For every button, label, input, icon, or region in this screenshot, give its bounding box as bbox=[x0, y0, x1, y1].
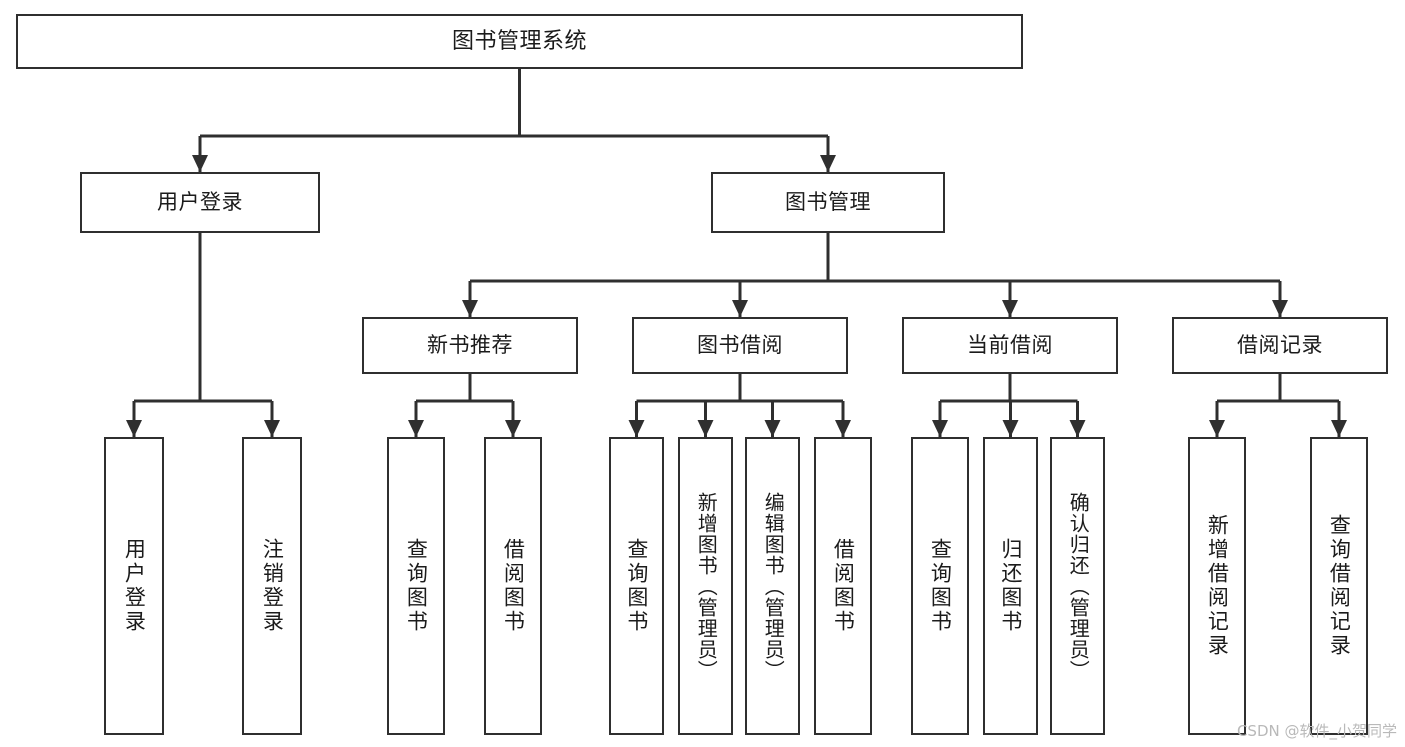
node-label: 编辑图书（管理员） bbox=[761, 491, 786, 681]
node-borrow[interactable]: 图书借阅 bbox=[632, 317, 848, 374]
node-l-logout[interactable]: 注销登录 bbox=[242, 437, 302, 735]
node-root[interactable]: 图书管理系统 bbox=[16, 14, 1023, 69]
node-label: 新增借阅记录 bbox=[1205, 514, 1230, 658]
node-l-add[interactable]: 新增图书（管理员） bbox=[678, 437, 733, 735]
node-l-confirm[interactable]: 确认归还（管理员） bbox=[1050, 437, 1105, 735]
node-l-qrec[interactable]: 查询借阅记录 bbox=[1310, 437, 1368, 735]
node-l-login[interactable]: 用户登录 bbox=[104, 437, 164, 735]
node-l-edit[interactable]: 编辑图书（管理员） bbox=[745, 437, 800, 735]
node-label: 查询借阅记录 bbox=[1327, 514, 1352, 658]
watermark-text: CSDN @软件_小贺同学 bbox=[1236, 722, 1397, 740]
node-l-q1[interactable]: 查询图书 bbox=[387, 437, 445, 735]
node-label: 新增图书（管理员） bbox=[694, 491, 719, 681]
node-l-b2[interactable]: 借阅图书 bbox=[814, 437, 872, 735]
node-label: 用户登录 bbox=[122, 538, 147, 634]
node-label: 查询图书 bbox=[404, 538, 429, 634]
node-label: 查询图书 bbox=[928, 538, 953, 634]
node-label: 查询图书 bbox=[624, 538, 649, 634]
node-label: 图书管理 bbox=[785, 190, 871, 215]
node-record[interactable]: 借阅记录 bbox=[1172, 317, 1388, 374]
node-current[interactable]: 当前借阅 bbox=[902, 317, 1118, 374]
node-bookmgmt[interactable]: 图书管理 bbox=[711, 172, 945, 233]
node-label: 归还图书 bbox=[998, 538, 1023, 634]
node-label: 注销登录 bbox=[260, 538, 285, 634]
node-l-b1[interactable]: 借阅图书 bbox=[484, 437, 542, 735]
node-newbook[interactable]: 新书推荐 bbox=[362, 317, 578, 374]
node-label: 图书借阅 bbox=[697, 333, 783, 358]
node-l-addrec[interactable]: 新增借阅记录 bbox=[1188, 437, 1246, 735]
node-label: 借阅记录 bbox=[1237, 333, 1323, 358]
node-l-q3[interactable]: 查询图书 bbox=[911, 437, 969, 735]
node-l-return[interactable]: 归还图书 bbox=[983, 437, 1038, 735]
node-label: 确认归还（管理员） bbox=[1066, 491, 1091, 681]
node-label: 图书管理系统 bbox=[451, 28, 587, 54]
node-label: 当前借阅 bbox=[967, 333, 1053, 358]
node-label: 借阅图书 bbox=[501, 538, 526, 634]
node-label: 新书推荐 bbox=[427, 333, 513, 358]
node-label: 借阅图书 bbox=[831, 538, 856, 634]
node-label: 用户登录 bbox=[157, 190, 243, 215]
node-l-q2[interactable]: 查询图书 bbox=[609, 437, 664, 735]
node-login[interactable]: 用户登录 bbox=[80, 172, 320, 233]
